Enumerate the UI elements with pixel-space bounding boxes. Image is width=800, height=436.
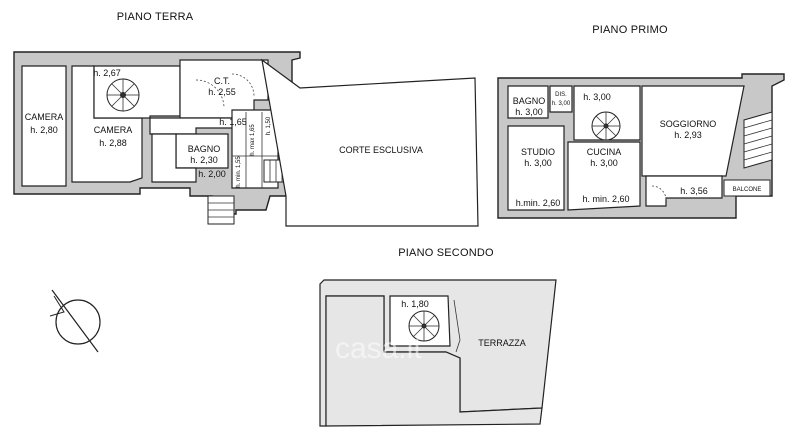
door-swing bbox=[195, 79, 225, 109]
label-studio: STUDIO bbox=[521, 147, 555, 157]
label-dis: DIS. bbox=[555, 92, 567, 98]
label-cucina: CUCINA bbox=[587, 147, 622, 157]
height-passage: h. 1,65 bbox=[219, 117, 247, 127]
height-stair-second: h. 1,80 bbox=[401, 299, 429, 309]
height-min-cucina: h. min. 2,60 bbox=[582, 194, 629, 204]
room-cucina bbox=[567, 141, 641, 211]
height-bagno-ground: h. 2,30 bbox=[190, 155, 218, 165]
parapet-line bbox=[453, 299, 461, 353]
room-bagno-first bbox=[507, 85, 549, 119]
height-lower: h. 2,00 bbox=[198, 169, 226, 179]
door-swing bbox=[231, 73, 255, 97]
label-ct: C.T. bbox=[214, 76, 230, 86]
ground-floor-plan: PIANO TERRA bbox=[13, 11, 479, 227]
label-soggiorno: SOGGIORNO bbox=[660, 119, 717, 129]
north-arrow-icon bbox=[49, 289, 101, 353]
room-studio bbox=[507, 125, 565, 211]
height-cucina: h. 3,00 bbox=[590, 158, 618, 168]
label-terrazza: TERRAZZA bbox=[478, 338, 526, 348]
height-camera-left: h. 2,80 bbox=[30, 125, 58, 135]
height-small-a: h. 1,50 bbox=[266, 116, 272, 135]
height-balcone-area: h. 3,56 bbox=[680, 186, 708, 196]
height-dis: h. 3,00 bbox=[552, 101, 571, 107]
spiral-stair-icon bbox=[591, 111, 621, 141]
height-stair-first: h. 3,00 bbox=[583, 92, 611, 102]
courtyard-corte-esclusiva bbox=[261, 58, 479, 227]
label-corte-esclusiva: CORTE ESCLUSIVA bbox=[339, 145, 423, 155]
balcone-slab bbox=[723, 179, 771, 197]
label-camera-left: CAMERA bbox=[25, 112, 64, 122]
first-floor-plan: PIANO PRIMO bbox=[497, 24, 785, 219]
label-bagno-first: BAGNO bbox=[513, 96, 546, 106]
room-balcone-area bbox=[645, 175, 723, 207]
height-camera-right: h. 2,88 bbox=[99, 138, 127, 148]
height-bagno-first: h. 3,00 bbox=[515, 107, 543, 117]
height-small-b: h. max 1,65 bbox=[250, 124, 256, 156]
second-floor-plan: PIANO SECONDO h. 1,80 TERRAZZA casa.it bbox=[319, 247, 557, 427]
first-floor-title: PIANO PRIMO bbox=[592, 24, 668, 36]
height-ct: h. 2,55 bbox=[208, 87, 236, 97]
room-camera-left bbox=[21, 65, 67, 187]
room-dis bbox=[549, 85, 573, 113]
spiral-stair-icon bbox=[408, 310, 440, 342]
label-camera-right: CAMERA bbox=[94, 125, 133, 135]
label-bagno-ground: BAGNO bbox=[188, 144, 221, 154]
spiral-stair-icon bbox=[106, 78, 140, 112]
height-min-studio: h.min. 2,60 bbox=[516, 198, 561, 208]
height-small-c: h. min. 1,55 bbox=[236, 156, 242, 188]
room-lower bbox=[151, 133, 197, 183]
ground-floor-title: PIANO TERRA bbox=[117, 11, 194, 23]
room-soggiorno bbox=[641, 85, 745, 177]
label-balcone: BALCONE bbox=[733, 187, 762, 193]
door-swing bbox=[651, 185, 667, 201]
second-floor-title: PIANO SECONDO bbox=[398, 247, 494, 259]
height-studio: h. 3,00 bbox=[524, 158, 552, 168]
watermark: casa.it bbox=[335, 332, 422, 365]
height-stair-hall: h. 2,67 bbox=[93, 68, 121, 78]
height-soggiorno: h. 2,93 bbox=[674, 130, 702, 140]
terrace-left bbox=[325, 295, 543, 427]
first-floor-steps bbox=[743, 111, 773, 169]
